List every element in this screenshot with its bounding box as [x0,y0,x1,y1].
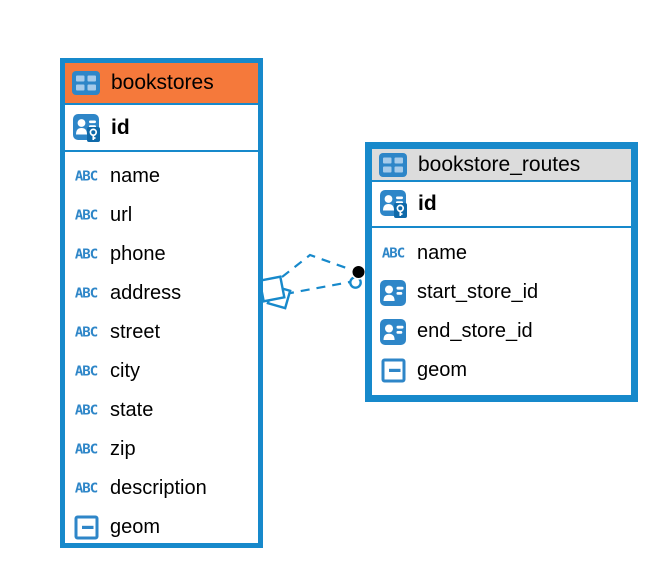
column-name: start_store_id [417,281,539,303]
table-bookstore-routes-header[interactable]: bookstore_routes [372,149,631,182]
relationship-source-symbol[interactable] [258,275,292,310]
relationship-endpoint-dot[interactable] [350,264,367,280]
column-row-name[interactable]: ABC name [72,157,251,196]
text-type-icon: ABC [74,286,98,301]
column-name: name [110,165,161,187]
column-row-url[interactable]: ABC url [72,196,251,235]
column-row-name[interactable]: ABC name [379,234,624,273]
table-bookstore-routes[interactable]: bookstore_routes id ABC name start_store… [365,142,638,402]
table-icon [379,152,407,177]
foreign-key-icon [379,318,407,345]
text-type-icon: ABC [74,208,98,223]
text-type-icon: ABC [74,403,98,418]
column-name: street [110,321,161,343]
text-type-icon: ABC [74,325,98,340]
column-row-end-store-id[interactable]: end_store_id [379,312,624,351]
column-name: state [110,399,154,421]
relationship-links [258,253,367,310]
column-name: phone [110,243,166,265]
column-row-street[interactable]: ABC street [72,313,251,352]
foreign-key-icon [379,279,407,306]
text-type-icon: ABC [381,246,405,261]
column-name: zip [110,438,136,460]
column-name: city [110,360,140,382]
column-row-state[interactable]: ABC state [72,391,251,430]
column-row-zip[interactable]: ABC zip [72,430,251,469]
column-name: address [110,282,182,304]
table-bookstores-header[interactable]: bookstores [65,63,258,105]
column-list: ABC name start_store_id end_store_id ge [372,228,631,390]
text-type-icon: ABC [74,364,98,379]
pk-column-name: id [111,115,130,139]
column-row-phone[interactable]: ABC phone [72,235,251,274]
relationship-line-lower[interactable] [284,280,351,296]
geometry-type-icon [379,358,407,383]
table-bookstores[interactable]: bookstores id ABC name ABC url ABC phone… [60,58,263,548]
text-type-icon: ABC [74,247,98,262]
geometry-type-icon [72,515,100,540]
column-row-description[interactable]: ABC description [72,469,251,508]
column-row-geom[interactable]: geom [72,508,251,547]
table-name: bookstore_routes [418,152,581,176]
pk-row-bookstores-id[interactable]: id [65,105,258,152]
column-name: geom [417,359,468,381]
primary-key-icon [379,190,407,218]
text-type-icon: ABC [74,442,98,457]
relationship-line-upper[interactable] [281,253,353,278]
primary-key-icon [72,113,100,142]
source-square-front [258,275,286,303]
pk-row-routes-id[interactable]: id [372,182,631,228]
column-row-geom[interactable]: geom [379,351,624,390]
column-row-address[interactable]: ABC address [72,274,251,313]
text-type-icon: ABC [74,481,98,496]
column-row-city[interactable]: ABC city [72,352,251,391]
text-type-icon: ABC [74,169,98,184]
column-name: description [110,477,207,499]
column-row-start-store-id[interactable]: start_store_id [379,273,624,312]
column-name: geom [110,516,161,538]
table-icon [72,71,100,95]
column-name: url [110,204,133,226]
column-name: name [417,242,468,264]
column-name: end_store_id [417,320,533,342]
pk-column-name: id [418,192,437,215]
column-list: ABC name ABC url ABC phone ABC address A… [65,152,258,547]
table-name: bookstores [111,71,214,94]
